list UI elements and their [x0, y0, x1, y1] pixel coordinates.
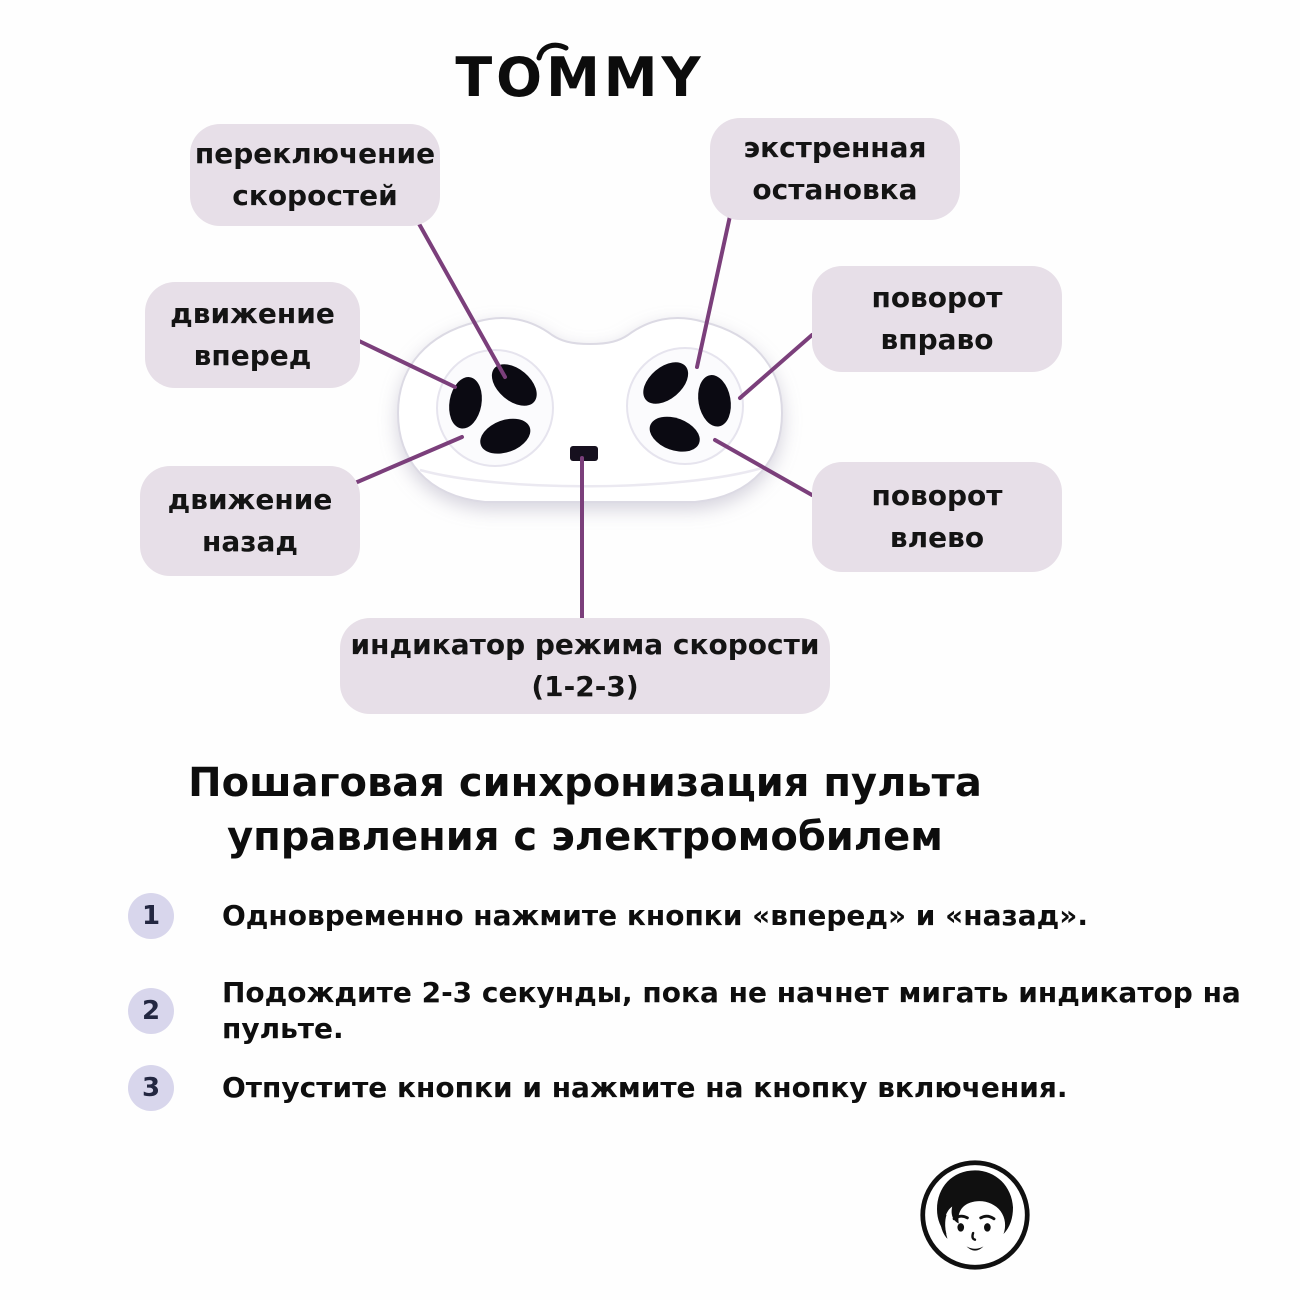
step-row-3: 3 Отпустите кнопки и нажмите на кнопку в…	[128, 1065, 1270, 1111]
forward-button	[449, 377, 482, 429]
step-number: 1	[128, 893, 174, 939]
callout-sublabel: (1-2-3)	[531, 670, 639, 703]
callout-turn-left: поворот влево	[812, 462, 1062, 572]
callout-label: поворот влево	[871, 479, 1003, 554]
step-number: 2	[128, 988, 174, 1035]
kid-face-logo	[918, 1158, 1032, 1272]
step-text: Одновременно нажмите кнопки «вперед» и «…	[222, 898, 1089, 932]
callout-label: движение назад	[167, 483, 333, 558]
callout-speed-switch: переключение скоростей	[190, 124, 440, 226]
brand-title: TOMMY	[455, 46, 705, 109]
step-text: Отпустите кнопки и нажмите на кнопку вкл…	[222, 1070, 1068, 1104]
remote-seam	[419, 466, 763, 488]
backward-button	[480, 418, 531, 454]
remote-control-illustration	[380, 278, 800, 528]
speed-indicator-led	[570, 446, 598, 461]
remote-control-icon	[396, 317, 784, 503]
line-speed-switch	[416, 220, 507, 379]
line-backward	[353, 435, 464, 485]
step-row-2: 2 Подождите 2-3 секунды, пока не начнет …	[128, 975, 1270, 1048]
line-forward	[355, 338, 457, 389]
callout-forward: движение вперед	[145, 282, 360, 388]
brand-accent-icon	[536, 42, 569, 61]
line-emergency-stop	[695, 214, 732, 369]
line-turn-left	[713, 438, 814, 497]
callout-speed-indicator: индикатор режима скорости (1-2-3)	[340, 618, 830, 714]
callout-turn-right: поворот вправо	[812, 266, 1062, 372]
callout-backward: движение назад	[140, 466, 360, 576]
callout-label: движение вперед	[170, 297, 335, 372]
step-number: 3	[128, 1065, 174, 1111]
callout-label: переключение скоростей	[194, 137, 436, 212]
turn-left-button	[649, 416, 700, 452]
callout-label: экстренная остановка	[743, 131, 927, 206]
turn-right-button	[698, 375, 731, 427]
callout-label: индикатор режима скорости	[350, 628, 820, 661]
emergency-stop-button	[643, 362, 689, 404]
kid-face-icon	[920, 1160, 1030, 1270]
line-turn-right	[738, 333, 814, 400]
callout-label: поворот вправо	[871, 281, 1003, 356]
step-row-1: 1 Одновременно нажмите кнопки «вперед» и…	[128, 893, 1270, 939]
step-text: Подождите 2-3 секунды, пока не начнет ми…	[222, 976, 1241, 1046]
sync-heading: Пошаговая синхронизация пульта управлени…	[188, 760, 982, 860]
callout-emergency-stop: экстренная остановка	[710, 118, 960, 220]
